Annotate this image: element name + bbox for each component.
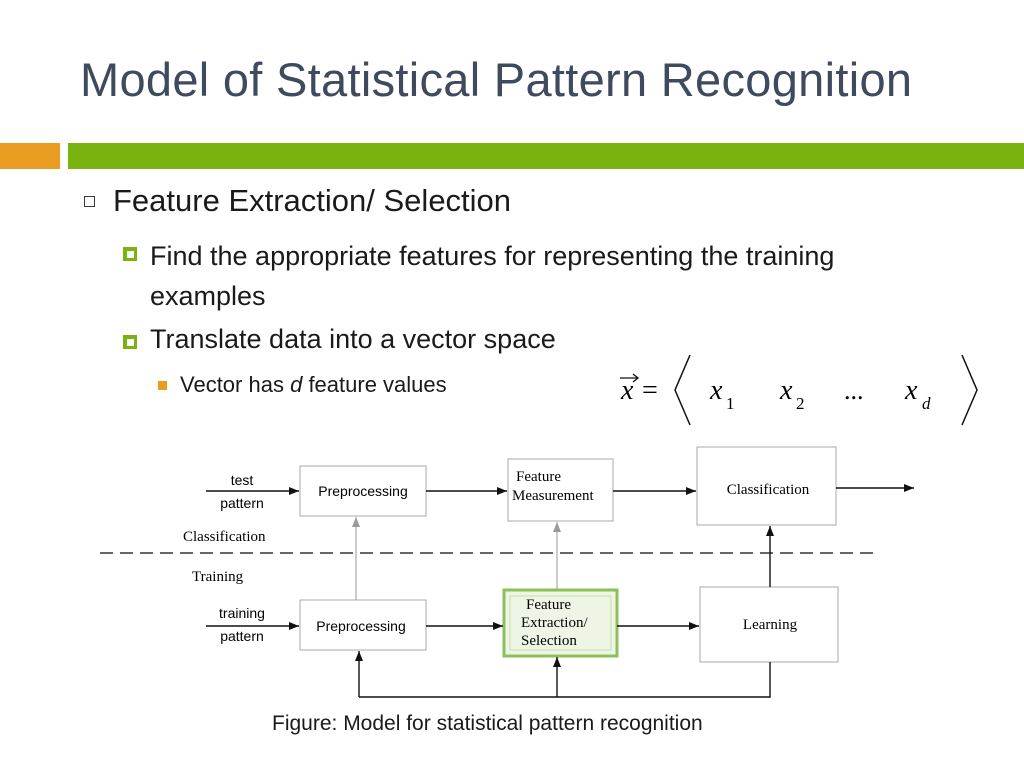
- slide-title: Model of Statistical Pattern Recognition: [80, 53, 913, 106]
- figure-caption: Figure: Model for statistical pattern re…: [272, 712, 703, 735]
- bullet-marker-level2: [123, 247, 137, 261]
- equation-lhs: x: [620, 375, 634, 406]
- vector-equation: x = x 1 x 2 ... x d: [620, 354, 978, 426]
- equation-subscript-2: 2: [796, 394, 805, 413]
- feedback-loop-line: [359, 662, 771, 698]
- box-preprocessing-bottom-label: Preprocessing: [316, 618, 406, 634]
- box-learning-label: Learning: [743, 617, 798, 633]
- box-feature-extraction-line2: Extraction/: [521, 615, 588, 631]
- equation-term-d: x: [904, 375, 918, 406]
- box-classification: [696, 446, 837, 526]
- bullet-marker-level1: [84, 196, 95, 207]
- box-feature-measurement-line1: Feature: [516, 469, 561, 485]
- equation-ellipsis: ...: [844, 376, 864, 405]
- bullet-level2-vector: Translate data into a vector space: [150, 324, 556, 354]
- bullet-marker-level3: [158, 381, 167, 390]
- bullet-marker-level2: [123, 335, 137, 349]
- equation-subscript-d: d: [922, 394, 931, 413]
- box-feature-measurement: [507, 458, 614, 522]
- box-feature-extraction-line3: Selection: [521, 633, 577, 649]
- input-pattern-label: pattern: [220, 495, 264, 511]
- accent-bar-green: [68, 143, 1024, 169]
- input-training-label: training: [219, 605, 265, 621]
- vector-arrowhead-icon: [632, 373, 640, 383]
- left-angle-bracket: [674, 354, 691, 426]
- equation-subscript-1: 1: [726, 394, 735, 413]
- box-learning: [699, 586, 839, 663]
- equation-equals: =: [642, 375, 658, 406]
- box-feature-measurement-line2: Measurement: [512, 488, 594, 504]
- box-classification-label: Classification: [727, 482, 810, 498]
- right-angle-bracket: [961, 354, 978, 426]
- accent-bar-orange: [0, 143, 60, 169]
- box-feature-extraction-line1: Feature: [526, 597, 571, 613]
- bullet-level2-features: Find the appropriate features for repres…: [150, 241, 835, 311]
- equation-term-2: x: [779, 375, 793, 406]
- section-label-training: Training: [192, 569, 244, 585]
- bullet-level1: Feature Extraction/ Selection: [113, 183, 512, 218]
- equation-term-1: x: [709, 375, 723, 406]
- section-label-classification: Classification: [183, 529, 266, 545]
- box-preprocessing-top-label: Preprocessing: [318, 483, 408, 499]
- box-feature-extraction-inner: [509, 595, 612, 651]
- input-test-label: test: [231, 472, 254, 488]
- bullet-level3: Vector has d feature values: [180, 372, 447, 397]
- box-preprocessing-bottom: [299, 599, 427, 651]
- pattern-recognition-diagram: test pattern training pattern Classifica…: [100, 446, 914, 698]
- box-feature-extraction: [502, 588, 619, 658]
- input-pattern-label-bottom: pattern: [220, 628, 264, 644]
